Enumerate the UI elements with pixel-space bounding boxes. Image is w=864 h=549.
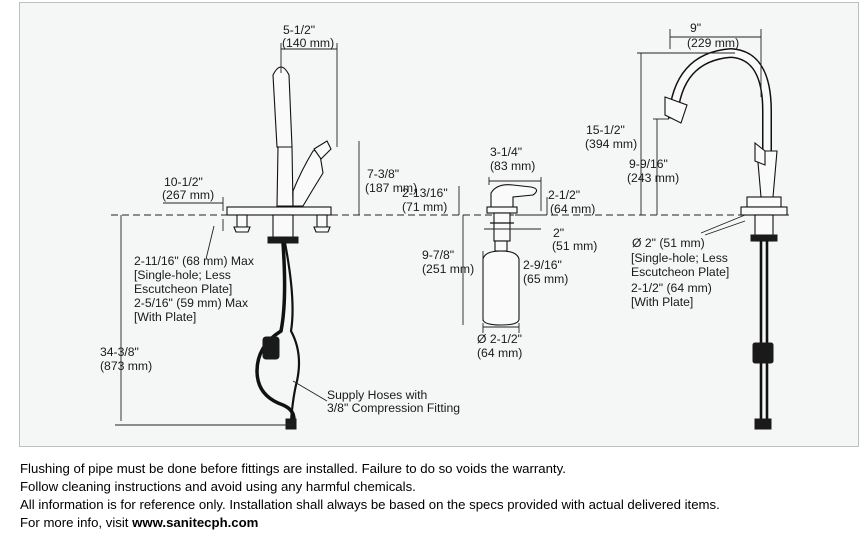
label-soap-shank-in: 2-9/16": [523, 258, 562, 272]
note-reference: All information is for reference only. I…: [20, 497, 720, 512]
soap-dimensions: [458, 177, 548, 333]
label-under-in: 34-3/8": [100, 345, 139, 359]
label-soap-bottle-mm: (251 mm): [422, 262, 474, 276]
label-deck-2: [Single-hole; Less: [134, 268, 231, 282]
label-hole-2: [Single-hole; Less: [631, 251, 728, 265]
label-hole-5: [With Plate]: [631, 295, 693, 309]
label-top-width-mm: (140 mm): [282, 36, 334, 50]
dimension-labels: 5-1/2" (140 mm) 10-1/2" (267 mm) 7-3/8" …: [100, 21, 739, 415]
label-top-width-in: 5-1/2": [283, 23, 315, 37]
faucet-side-view: [226, 66, 332, 430]
label-spout-height-mm: (243 mm): [627, 171, 679, 185]
label-deck-4: 2-5/16" (59 mm) Max: [134, 296, 248, 310]
label-total-height-mm: (394 mm): [585, 137, 637, 151]
label-soap-height-in: 2-13/16": [402, 186, 448, 200]
label-total-height-in: 15-1/2": [586, 123, 625, 137]
label-reach-in: 9": [690, 21, 701, 35]
label-hole-4: 2-1/2" (64 mm): [631, 281, 712, 295]
label-soap-shank-mm: (65 mm): [523, 272, 568, 286]
note-more-info-prefix: For more info, visit: [20, 515, 133, 530]
label-handle-mm: (187 mm): [365, 181, 417, 195]
installation-drawing: 5-1/2" (140 mm) 10-1/2" (267 mm) 7-3/8" …: [100, 21, 791, 430]
note-more-info: For more info, visit www.sanitecph.com: [20, 514, 855, 532]
label-soap-top-mm: (64 mm): [550, 202, 595, 216]
label-deck-3: Escutcheon Plate]: [134, 282, 232, 296]
label-soap-spout-in: 3-1/4": [490, 145, 522, 159]
label-reach-mm: (229 mm): [687, 36, 739, 50]
label-soap-bottle-in: 9-7/8": [422, 248, 454, 262]
label-soap-base-in: 2": [553, 226, 564, 240]
label-soap-height-mm: (71 mm): [402, 200, 447, 214]
installation-notes: Flushing of pipe must be done before fit…: [20, 460, 855, 532]
label-handle-in: 7-3/8": [367, 167, 399, 181]
label-soap-top-in: 2-1/2": [548, 188, 580, 202]
label-hoses-2: 3/8" Compression Fitting: [327, 401, 460, 415]
label-hole-1: Ø 2" (51 mm): [632, 236, 705, 250]
website-link[interactable]: www.sanitecph.com: [132, 515, 259, 530]
diagram-frame: 5-1/2" (140 mm) 10-1/2" (267 mm) 7-3/8" …: [19, 2, 859, 447]
label-hoses-1: Supply Hoses with: [327, 388, 427, 402]
label-deck-5: [With Plate]: [134, 310, 196, 324]
faucet-front-dimensions: [637, 29, 762, 236]
label-spout-height-in: 9-9/16": [629, 157, 668, 171]
label-hole-3: Escutcheon Plate]: [631, 265, 729, 279]
label-deck-1: 2-11/16" (68 mm) Max: [134, 254, 254, 268]
note-cleaning: Follow cleaning instructions and avoid u…: [20, 479, 416, 494]
label-soap-spout-mm: (83 mm): [490, 159, 535, 173]
label-under-mm: (873 mm): [100, 359, 152, 373]
soap-dispenser: [482, 184, 538, 326]
faucet-dimensions: [115, 43, 360, 426]
label-soap-base-mm: (51 mm): [552, 239, 597, 253]
label-soap-dia: Ø 2-1/2": [477, 332, 522, 346]
note-flushing: Flushing of pipe must be done before fit…: [20, 461, 566, 476]
label-faucet-height-mm: (267 mm): [162, 188, 214, 202]
label-faucet-height-in: 10-1/2": [164, 175, 203, 189]
label-soap-dia-mm: (64 mm): [477, 346, 522, 360]
